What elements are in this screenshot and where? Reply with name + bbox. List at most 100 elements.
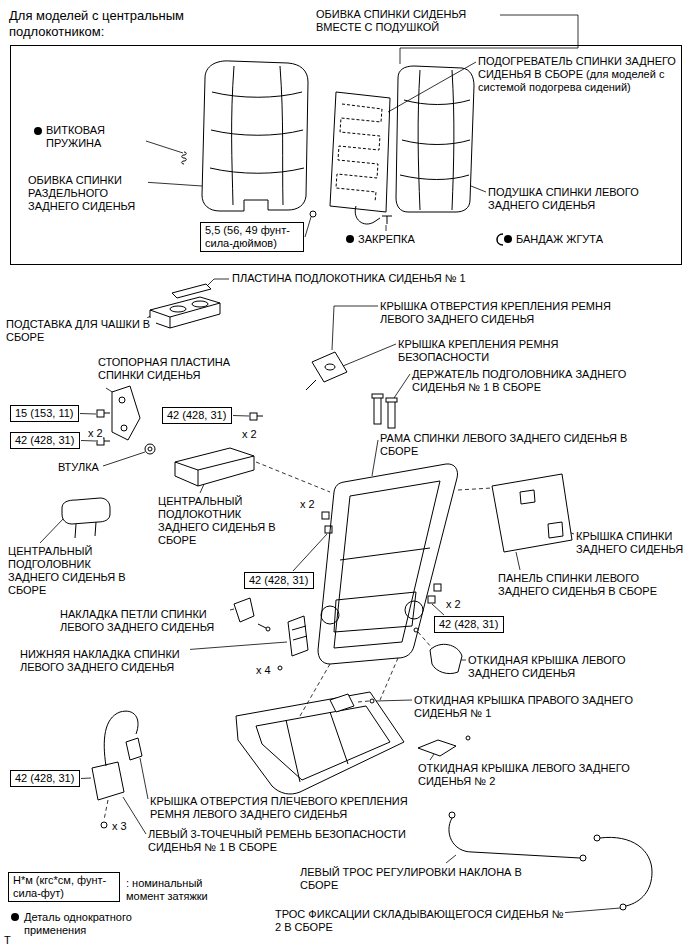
torque-value: 42 (428, 31): [439, 618, 499, 631]
seat-belt: [126, 738, 142, 760]
part-name: СТОПОРНАЯ ПЛАСТИНА СПИНКИ СИДЕНЬЯ: [98, 356, 268, 382]
one-time-part-dot: [504, 235, 512, 243]
leader-line: [516, 552, 520, 570]
torque-value: 15 (153, 11): [15, 407, 74, 420]
leader-line: [233, 415, 249, 417]
part-name: ВИТКОВАЯ ПРУЖИНА: [46, 124, 146, 150]
leader-line: [305, 217, 311, 237]
torque-value: 5,5 (56, 49 фунт-сила-дюймов): [205, 224, 299, 250]
belt-anchor-cover: [306, 352, 347, 390]
part-name: ЛЕВЫЙ 3-ТОЧЕЧНЫЙ РЕМЕНЬ БЕЗОПАСНОСТИ СИД…: [148, 828, 418, 854]
hinge-cover: [234, 598, 270, 631]
dashed-guide: [256, 462, 330, 492]
bolt: [97, 410, 104, 417]
lock-plate: [119, 397, 125, 403]
part-name: ЛЕВЫЙ ТРОС РЕГУЛИРОВКИ НАКЛОНА В СБОРЕ: [300, 866, 550, 892]
bushing: [148, 447, 152, 451]
seat-cushion-frame: [236, 692, 404, 794]
hinge-cover: [258, 624, 266, 628]
leader-line: [81, 440, 96, 442]
part-name: ОБИВКА СПИНКИ СИДЕНЬЯ ВМЕСТЕ С ПОДУШКОЙ: [316, 8, 496, 34]
torque-value: Н*м (кгс*см, фунт-сила-фут): [13, 874, 115, 900]
part-name: ОТКИДНАЯ КРЫШКА ПРАВОГО ЗАДНЕГО СИДЕНЬЯ …: [414, 694, 684, 720]
lower-back-trim: [292, 626, 307, 640]
seat-heater: [336, 104, 382, 202]
hinge-cover: [266, 627, 270, 631]
reclining-cover: [414, 628, 462, 674]
bushing: [145, 444, 155, 454]
headrest-support: [388, 400, 395, 428]
center-armrest: [175, 448, 254, 486]
leader-line: [81, 778, 91, 780]
one-time-part-dot: [346, 235, 354, 243]
one-time-part-dot: [34, 127, 42, 135]
headrest-support: [386, 398, 397, 402]
part-name: РАМА СПИНКИ ЛЕВОГО ЗАДНЕГО СИДЕНЬЯ В СБО…: [380, 432, 640, 458]
center-headrest: [62, 498, 110, 538]
part-name: НИЖНЯЯ НАКЛАДКА СПИНКИ ЛЕВОГО ЗАДНЕГО СИ…: [20, 648, 190, 674]
leader-line: [103, 452, 145, 466]
seat-back-cover: [210, 66, 304, 205]
cup-holder: [150, 297, 220, 328]
hinge-cover: [234, 598, 254, 622]
seat-belt: [92, 711, 142, 828]
part-name: ВТУЛКА: [58, 461, 99, 474]
center-headrest: [62, 498, 110, 524]
legend-text: Деталь однократного применения: [24, 911, 132, 936]
part-name: КРЫШКА СПИНКИ ЗАДНЕГО СИДЕНЬЯ: [576, 530, 686, 556]
part-name: КРЫШКА ОТВЕРСТИЯ КРЕПЛЕНИЯ РЕМНЯ ЛЕВОГО …: [380, 300, 620, 326]
part-name: ПОДОГРЕВАТЕЛЬ СПИНКИ ЗАДНЕГО СИДЕНЬЯ В С…: [478, 55, 678, 94]
seat-back-frame: [405, 601, 423, 619]
seat-back-cover: [202, 61, 308, 211]
torque-box: 42 (428, 31): [434, 616, 504, 633]
leader-line: [343, 344, 396, 366]
dashed-guide: [104, 800, 108, 820]
cable: [449, 818, 580, 858]
armrest-plate: [172, 284, 211, 298]
belt-anchor-cover: [306, 380, 316, 390]
quantity: x 2: [242, 428, 257, 441]
part-name: НАКЛАДКА ПЕТЛИ СПИНКИ ЛЕВОГО ЗАДНЕГО СИД…: [60, 608, 230, 634]
leader-line: [394, 374, 410, 398]
leader-line: [430, 754, 434, 760]
bolt: [434, 584, 441, 591]
cable: [600, 837, 652, 906]
reclining-cover: [430, 644, 462, 673]
torque-value: 42 (428, 31): [167, 409, 227, 422]
seat-back-pad: [400, 70, 470, 210]
cup-holder: [150, 297, 220, 328]
seat-heater: [355, 206, 380, 224]
torque-box: 42 (428, 31): [10, 770, 80, 787]
headrest-support: [372, 394, 397, 428]
leader-line: [432, 604, 444, 615]
quantity: x 3: [112, 820, 127, 833]
coil-spring: [182, 152, 187, 164]
lower-back-trim: [288, 616, 308, 656]
torque-box: 42 (428, 31): [162, 407, 232, 424]
part-name: ОТКИДНАЯ КРЫШКА ЛЕВОГО ЗАДНЕГО СИДЕНЬЯ №…: [418, 762, 678, 788]
seat-back-panel: [492, 474, 572, 552]
seat-belt: [101, 822, 107, 828]
part-name: ЗАКРЕПКА: [358, 233, 415, 246]
torque-value: 42 (428, 31): [15, 772, 75, 785]
dashed-guide: [418, 632, 432, 648]
leader-line: [446, 855, 456, 863]
seat-back-pad: [396, 66, 474, 212]
cable: [594, 835, 600, 841]
part-name: ПЛАСТИНА ПОДЛОКОТНИКА СИДЕНЬЯ № 1: [232, 272, 466, 285]
seat-back-cover: [202, 61, 308, 211]
leader-line: [332, 306, 378, 350]
torque-box: 42 (428, 31): [244, 572, 314, 589]
seat-back-frame: [321, 606, 339, 624]
seat-back-panel: [548, 522, 563, 538]
leader-line: [206, 279, 229, 287]
headrest-support: [372, 394, 383, 398]
dashed-guide: [458, 488, 492, 490]
cable: [449, 812, 652, 910]
quantity: x 4: [256, 664, 271, 677]
cable: [620, 904, 626, 910]
torque-box: 42 (428, 31): [10, 432, 80, 449]
part-name: ПАНЕЛЬ СПИНКИ ЛЕВОГО ЗАДНЕГО СИДЕНЬЯ В С…: [498, 572, 658, 598]
part-name: ЦЕНТРАЛЬНЫЙ ПОДГОЛОВНИК ЗАДНЕГО СИДЕНЬЯ …: [8, 545, 133, 597]
seat-cushion-frame: [236, 692, 404, 794]
